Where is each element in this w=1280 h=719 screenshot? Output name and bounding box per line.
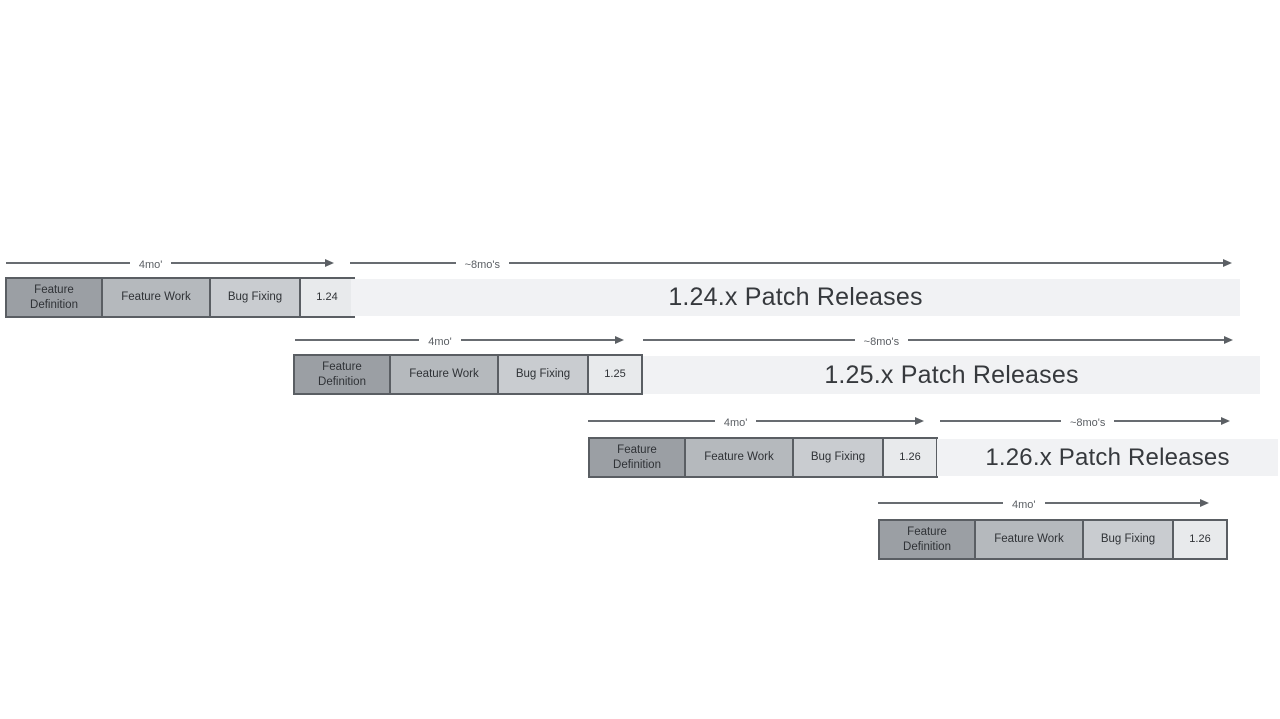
arrow-line <box>878 502 1004 504</box>
version-box: 1.26 <box>884 439 936 476</box>
patch-duration-arrow: ~8mo's <box>940 413 1230 429</box>
patch-duration-label: ~8mo's <box>1069 417 1106 429</box>
dev-duration-label: 4mo' <box>138 259 163 271</box>
arrow-line <box>295 339 420 341</box>
phase-bug-fixing: Bug Fixing <box>211 279 301 316</box>
arrow-head-icon <box>1114 417 1230 425</box>
phase-label: Bug Fixing <box>515 368 571 381</box>
arrow-line <box>588 420 715 422</box>
dev-duration-arrow: 4mo' <box>588 413 924 429</box>
version-box: 1.26 <box>1174 521 1226 558</box>
phase-label: Feature Definition <box>903 525 951 553</box>
phase-bug-fixing: Bug Fixing <box>499 356 589 393</box>
arrow-head-icon <box>1044 499 1210 507</box>
phase-bug-fixing: Bug Fixing <box>1084 521 1174 558</box>
phase-feature-work: Feature Work <box>391 356 499 393</box>
release-cycle-strip: Feature Definition Feature Work Bug Fixi… <box>588 437 938 478</box>
phase-feature-definition: Feature Definition <box>7 279 103 316</box>
dev-duration-arrow: 4mo' <box>878 495 1210 511</box>
phase-feature-definition: Feature Definition <box>295 356 391 393</box>
phase-label: Feature Definition <box>613 443 661 471</box>
phase-label: Feature Definition <box>318 360 366 388</box>
dev-duration-arrow: 4mo' <box>295 332 625 348</box>
arrow-head-icon <box>908 336 1233 344</box>
phase-feature-work: Feature Work <box>686 439 794 476</box>
arrow-line <box>643 339 855 341</box>
release-cycle-strip: Feature Definition Feature Work Bug Fixi… <box>878 519 1228 560</box>
arrow-line <box>940 420 1061 422</box>
phase-feature-work: Feature Work <box>976 521 1084 558</box>
arrow-line <box>6 262 130 264</box>
arrow-head-icon <box>509 259 1232 267</box>
arrow-head-icon <box>460 336 625 344</box>
patch-duration-label: ~8mo's <box>464 259 501 271</box>
phase-feature-work: Feature Work <box>103 279 211 316</box>
phase-label: Feature Work <box>994 533 1064 546</box>
arrow-head-icon <box>756 417 924 425</box>
arrow-head-icon <box>171 259 334 267</box>
phase-bug-fixing: Bug Fixing <box>794 439 884 476</box>
phase-label: Bug Fixing <box>1100 533 1156 546</box>
phase-label: Bug Fixing <box>810 451 866 464</box>
dev-duration-arrow: 4mo' <box>6 255 334 271</box>
version-box: 1.24 <box>301 279 353 316</box>
dev-duration-label: 4mo' <box>428 336 452 348</box>
version-box: 1.25 <box>589 356 641 393</box>
patch-releases-bar: 1.25.x Patch Releases <box>643 356 1260 394</box>
patch-releases-bar: 1.26.x Patch Releases <box>937 439 1278 476</box>
phase-label: Bug Fixing <box>227 291 283 304</box>
release-cycle-strip: Feature Definition Feature Work Bug Fixi… <box>293 354 643 395</box>
dev-duration-label: 4mo' <box>723 417 748 429</box>
release-cycle-strip: Feature Definition Feature Work Bug Fixi… <box>5 277 355 318</box>
phase-label: Feature Work <box>121 291 191 304</box>
arrow-line <box>350 262 456 264</box>
patch-duration-label: ~8mo's <box>863 336 900 348</box>
phase-label: Feature Work <box>409 368 479 381</box>
phase-label: Feature Work <box>704 451 774 464</box>
phase-label: Feature Definition <box>30 283 78 311</box>
dev-duration-label: 4mo' <box>1012 499 1036 511</box>
patch-duration-arrow: ~8mo's <box>350 255 1232 271</box>
patch-duration-arrow: ~8mo's <box>643 332 1233 348</box>
phase-feature-definition: Feature Definition <box>590 439 686 476</box>
patch-releases-bar: 1.24.x Patch Releases <box>351 279 1240 316</box>
phase-feature-definition: Feature Definition <box>880 521 976 558</box>
